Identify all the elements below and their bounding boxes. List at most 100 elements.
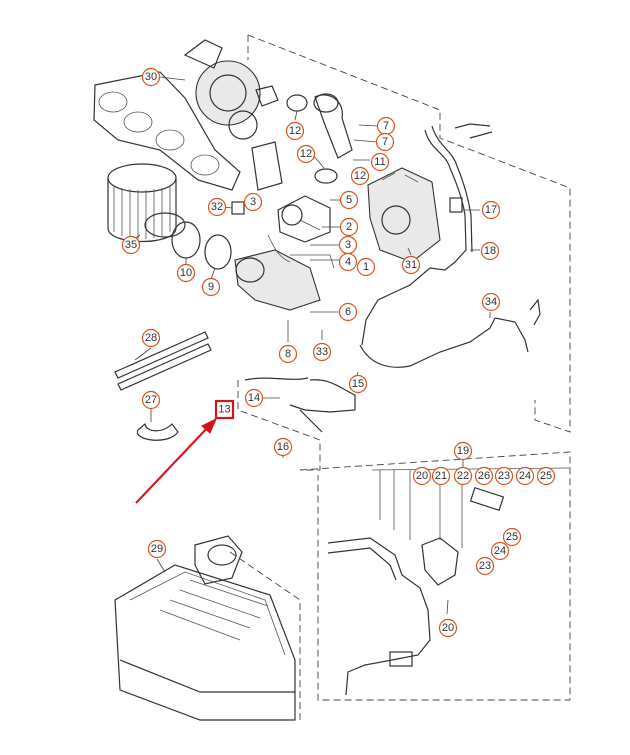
callout-3[interactable]: 3 <box>338 235 358 255</box>
callout-12[interactable]: 12 <box>296 144 316 164</box>
callout-35[interactable]: 35 <box>121 235 141 255</box>
callout-label: 12 <box>300 148 312 160</box>
callout-ring <box>515 466 535 486</box>
callout-23[interactable]: 23 <box>475 556 495 576</box>
air-filter-element <box>107 163 186 242</box>
callout-25[interactable]: 25 <box>536 466 556 486</box>
callout-ring <box>475 556 495 576</box>
callout-5[interactable]: 5 <box>339 190 359 210</box>
callout-31[interactable]: 31 <box>401 255 421 275</box>
callout-label: 19 <box>457 445 469 457</box>
callout-label: 27 <box>145 394 157 406</box>
callout-label: 10 <box>180 267 192 279</box>
callout-ring <box>339 190 359 210</box>
callout-20[interactable]: 20 <box>412 466 432 486</box>
callout-26[interactable]: 26 <box>474 466 494 486</box>
callout-ring <box>348 374 368 394</box>
highlighted-callout-13[interactable]: 13 <box>214 399 235 420</box>
callout-label: 20 <box>416 470 428 482</box>
callout-18[interactable]: 18 <box>480 241 500 261</box>
callout-ring <box>481 200 501 220</box>
callout-23[interactable]: 23 <box>494 466 514 486</box>
callout-ring <box>141 390 161 410</box>
callout-ring <box>474 466 494 486</box>
callout-label: 12 <box>289 125 301 137</box>
callout-16[interactable]: 16 <box>273 437 293 457</box>
callout-29[interactable]: 29 <box>147 539 167 559</box>
callout-ring <box>481 292 501 312</box>
callout-17[interactable]: 17 <box>481 200 501 220</box>
callout-34[interactable]: 34 <box>481 292 501 312</box>
red-pointer-arrow <box>135 417 217 504</box>
callout-ring <box>201 277 221 297</box>
callout-21[interactable]: 21 <box>431 466 451 486</box>
callout-label: 30 <box>145 71 157 83</box>
callout-9[interactable]: 9 <box>201 277 221 297</box>
callout-25[interactable]: 25 <box>502 527 522 547</box>
callout-6[interactable]: 6 <box>338 302 358 322</box>
callout-ring <box>536 466 556 486</box>
hose-clamps <box>171 221 232 270</box>
callout-15[interactable]: 15 <box>348 374 368 394</box>
gasket-parts <box>231 93 353 215</box>
callout-3[interactable]: 3 <box>243 192 263 212</box>
callout-label: 14 <box>248 392 260 404</box>
callout-19[interactable]: 19 <box>453 441 473 461</box>
callout-label: 23 <box>479 560 491 572</box>
callout-label: 21 <box>435 470 447 482</box>
callout-ring <box>141 67 161 87</box>
callout-4[interactable]: 4 <box>338 252 358 272</box>
callout-28[interactable]: 28 <box>141 328 161 348</box>
callout-ring <box>207 197 227 217</box>
callout-label: 7 <box>382 136 388 148</box>
callout-ring <box>147 539 167 559</box>
callout-33[interactable]: 33 <box>312 342 332 362</box>
callout-2[interactable]: 2 <box>339 217 359 237</box>
callout-label: 24 <box>519 470 531 482</box>
callout-label: 35 <box>125 239 137 251</box>
callout-12[interactable]: 12 <box>285 121 305 141</box>
callout-label: 28 <box>145 332 157 344</box>
callout-ring <box>273 437 293 457</box>
callout-22[interactable]: 22 <box>453 466 473 486</box>
callout-ring <box>285 121 305 141</box>
callout-label: 12 <box>354 170 366 182</box>
callout-label: 33 <box>316 346 328 358</box>
callout-label: 1 <box>363 261 369 273</box>
callout-11[interactable]: 11 <box>370 152 390 172</box>
callout-label: 4 <box>345 256 351 268</box>
callout-label: 25 <box>540 470 552 482</box>
callout-label: 22 <box>457 470 469 482</box>
callout-8[interactable]: 8 <box>278 344 298 364</box>
callout-24[interactable]: 24 <box>515 466 535 486</box>
cable-ties <box>114 331 212 441</box>
callout-24[interactable]: 24 <box>490 541 510 561</box>
callout-10[interactable]: 10 <box>176 263 196 283</box>
callout-ring <box>338 302 358 322</box>
callout-ring <box>494 466 514 486</box>
callout-7[interactable]: 7 <box>375 132 395 152</box>
callout-label: 3 <box>250 196 256 208</box>
callout-label: 16 <box>277 441 289 453</box>
callout-14[interactable]: 14 <box>244 388 264 408</box>
callout-ring <box>278 344 298 364</box>
callout-1[interactable]: 1 <box>356 257 376 277</box>
callout-label: 26 <box>478 470 490 482</box>
callout-label: 6 <box>345 306 351 318</box>
callout-ring <box>356 257 376 277</box>
callout-label: 29 <box>151 543 163 555</box>
callout-label: 24 <box>494 545 506 557</box>
callout-7[interactable]: 7 <box>376 116 396 136</box>
callout-30[interactable]: 30 <box>141 67 161 87</box>
callout-label: 5 <box>346 194 352 206</box>
cylinder-head-section <box>367 167 463 263</box>
callout-27[interactable]: 27 <box>141 390 161 410</box>
callout-20[interactable]: 20 <box>438 618 458 638</box>
callout-ring <box>296 144 316 164</box>
callout-ring <box>401 255 421 275</box>
callout-32[interactable]: 32 <box>207 197 227 217</box>
callout-label: 20 <box>442 622 454 634</box>
callout-12[interactable]: 12 <box>350 166 370 186</box>
